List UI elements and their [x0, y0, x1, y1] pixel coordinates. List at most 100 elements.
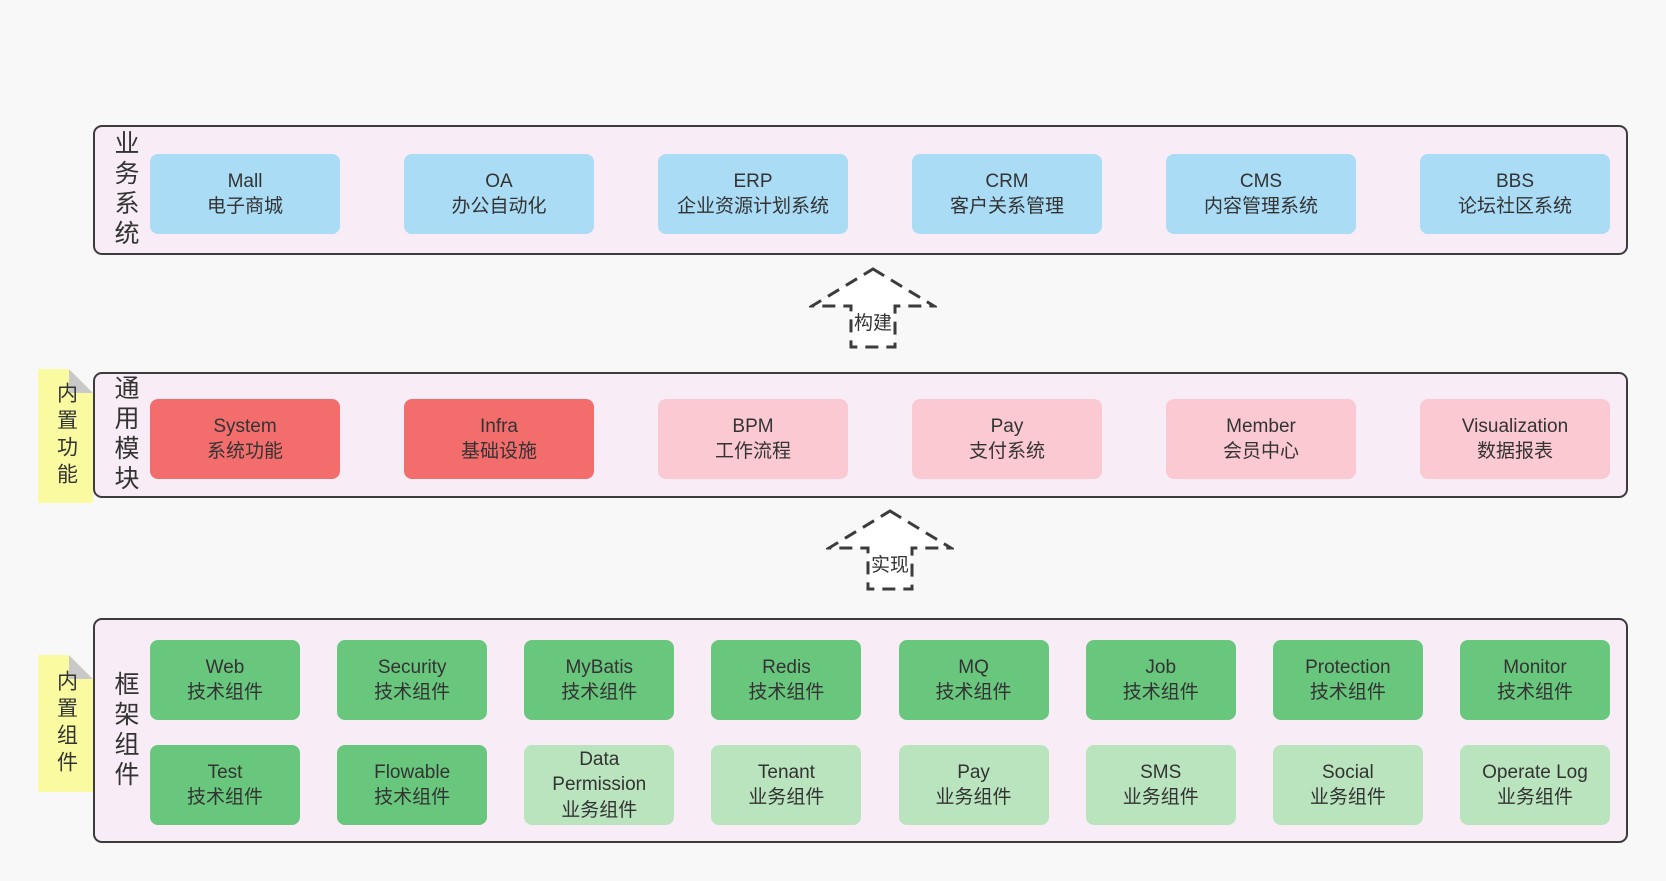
box-title: MyBatis	[565, 656, 634, 678]
module-box-flowable: Flowable 技术组件	[337, 745, 488, 825]
module-box-social: Social 业务组件	[1272, 745, 1423, 825]
box-subtitle: 企业资源计划系统	[676, 196, 829, 217]
box-title: MQ	[958, 656, 989, 678]
module-box-mq: MQ 技术组件	[898, 640, 1049, 720]
sticky-tab-label: 内置组件	[54, 669, 78, 778]
module-box-mybatis: MyBatis 技术组件	[524, 640, 675, 720]
box-subtitle: 技术组件	[186, 682, 263, 703]
sticky-tab-label: 内置功能	[54, 382, 78, 490]
module-box-job: Job 技术组件	[1085, 640, 1236, 720]
module-box-data-permission: Data Permission 业务组件	[524, 745, 675, 825]
box-title: Web	[205, 656, 245, 678]
module-box-tenant: Tenant 业务组件	[711, 745, 862, 825]
box-subtitle: 电子商城	[206, 196, 283, 217]
box-title: Protection	[1305, 656, 1391, 678]
box-title: System	[213, 415, 277, 437]
box-subtitle: 业务组件	[1122, 787, 1199, 808]
box-title: Security	[377, 656, 447, 678]
box-title: BPM	[732, 415, 774, 437]
module-box-member: Member 会员中心	[1166, 399, 1356, 479]
box-subtitle: 技术组件	[374, 787, 451, 808]
box-title: Pay	[957, 761, 990, 783]
module-box-infra: Infra 基础设施	[404, 399, 594, 479]
box-title: Flowable	[374, 761, 451, 783]
module-box-monitor: Monitor 技术组件	[1459, 640, 1610, 720]
box-title: Infra	[479, 415, 519, 437]
box-subtitle: 业务组件	[935, 787, 1012, 808]
module-box-protection: Protection 技术组件	[1272, 640, 1423, 720]
sticky-tab-builtin-components: 内置组件	[38, 655, 93, 792]
module-box-system: System 系统功能	[150, 399, 340, 479]
box-subtitle: 技术组件	[935, 682, 1012, 703]
box-title: Test	[207, 761, 243, 783]
box-subtitle: 内容管理系统	[1203, 196, 1318, 217]
box-subtitle: 技术组件	[561, 682, 638, 703]
box-subtitle: 技术组件	[1122, 682, 1199, 703]
box-subtitle: 业务组件	[1309, 787, 1386, 808]
module-box-cms: CMS 内容管理系统	[1166, 154, 1356, 234]
box-row: Mall 电子商城 OA 办公自动化 ERP 企业资源计划系统 CRM 客户关系管理 CMS 内容…	[150, 154, 1610, 234]
module-box-oa: OA 办公自动化	[404, 154, 594, 234]
box-title: Member	[1226, 415, 1296, 437]
module-box-mall: Mall 电子商城	[150, 154, 340, 234]
panel-title: 框架组件	[111, 670, 139, 791]
box-title: Mall	[227, 170, 263, 192]
box-title: SMS	[1140, 761, 1182, 783]
module-box-erp: ERP 企业资源计划系统	[658, 154, 848, 234]
panel-title: 通用模块	[111, 375, 139, 495]
module-box-bpm: BPM 工作流程	[658, 399, 848, 479]
box-subtitle: 论坛社区系统	[1457, 196, 1572, 217]
box-title: CRM	[985, 170, 1029, 192]
module-box-web: Web 技术组件	[150, 640, 300, 720]
arrow-label: 构建	[854, 312, 892, 334]
module-box-visualization: Visualization 数据报表	[1420, 399, 1610, 479]
module-box-pay: Pay 业务组件	[898, 745, 1049, 825]
box-title: BBS	[1495, 170, 1535, 192]
box-title: Social	[1321, 761, 1374, 783]
box-title: Operate Log	[1482, 761, 1588, 783]
box-subtitle: 业务组件	[1496, 787, 1573, 808]
box-subtitle: 客户关系管理	[949, 196, 1064, 217]
panel-framework-components: 框架组件 Web 技术组件 Security 技术组件 MyBatis 技术组件 Redis…	[93, 618, 1628, 843]
box-subtitle: 数据报表	[1476, 441, 1553, 462]
box-subtitle: 办公自动化	[451, 196, 547, 217]
box-title: Tenant	[757, 761, 815, 783]
module-box-sms: SMS 业务组件	[1085, 745, 1236, 825]
module-box-crm: CRM 客户关系管理	[912, 154, 1102, 234]
box-subtitle: 业务组件	[561, 799, 638, 821]
box-subtitle: 工作流程	[714, 441, 791, 462]
module-box-test: Test 技术组件	[150, 745, 300, 825]
box-title: OA	[485, 170, 513, 192]
panel-business-systems: 业务系统 Mall 电子商城 OA 办公自动化 ERP 企业资源计划系统 CRM 客户关系管理…	[93, 125, 1628, 255]
box-title: Job	[1145, 656, 1177, 678]
box-title: ERP	[733, 170, 773, 192]
box-subtitle: 系统功能	[206, 441, 283, 462]
box-subtitle: 技术组件	[1496, 682, 1573, 703]
box-subtitle: 技术组件	[374, 682, 451, 703]
box-subtitle: 业务组件	[748, 787, 825, 808]
module-box-bbs: BBS 论坛社区系统	[1420, 154, 1610, 234]
box-subtitle: 技术组件	[186, 787, 263, 808]
box-title: Pay	[990, 415, 1024, 437]
box-title: CMS	[1239, 170, 1283, 192]
box-subtitle: 技术组件	[1309, 682, 1386, 703]
box-title: Monitor	[1503, 656, 1567, 678]
panel-title: 业务系统	[111, 130, 139, 250]
module-box-security: Security 技术组件	[337, 640, 488, 720]
box-title: Visualization	[1461, 415, 1569, 437]
implement-arrow-icon: 实现	[826, 509, 954, 591]
box-title: Data Permission	[552, 749, 647, 796]
sticky-tab-builtin-features: 内置功能	[38, 369, 93, 503]
module-box-operate-log: Operate Log 业务组件	[1459, 745, 1610, 825]
box-subtitle: 基础设施	[460, 441, 537, 462]
build-arrow-icon: 构建	[809, 267, 937, 349]
arrow-label: 实现	[871, 554, 909, 576]
box-subtitle: 会员中心	[1222, 441, 1299, 462]
